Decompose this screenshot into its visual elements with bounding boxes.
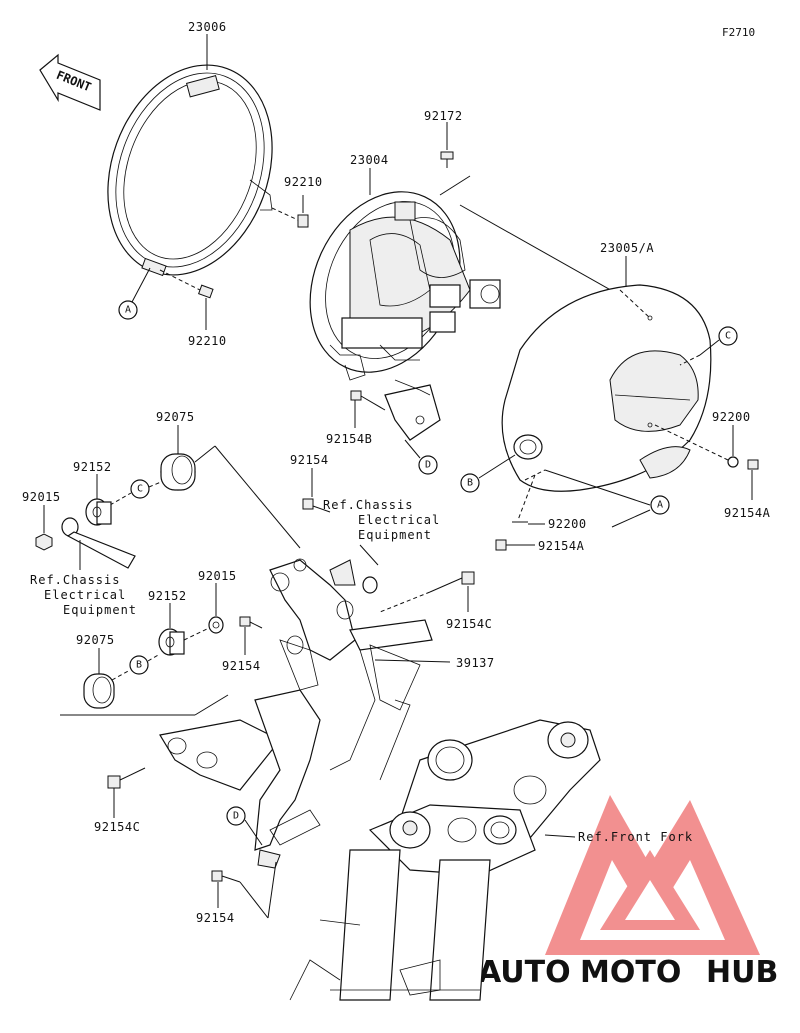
part-92210-top-label: 92210 [284, 175, 323, 189]
ref-chassis-left-line1: Ref.Chassis [30, 573, 120, 587]
callout-a-housing [650, 495, 670, 515]
part-92154-top-label: 92154 [290, 453, 329, 467]
part-92154c-right-label: 92154C [446, 617, 492, 631]
part-92154b-label: 92154B [326, 432, 372, 446]
part-92154c-left-label: 92154C [94, 820, 140, 834]
part-92075-top-label: 92075 [156, 410, 195, 424]
grommet-92075-top [160, 453, 196, 491]
nut-92015-top [35, 533, 53, 551]
svg-text:B: B [467, 478, 473, 489]
svg-text:A: A [125, 305, 131, 316]
svg-text:A: A [657, 500, 663, 511]
part-23005-a-label: 23005/A [600, 241, 654, 255]
bolt-92154-top [302, 498, 331, 513]
ref-front-fork: Ref.Front Fork [578, 830, 693, 844]
part-23004-label: 23004 [350, 153, 389, 167]
bolt-92154-bottom [211, 870, 241, 883]
clip-nut-92210-bottom [198, 284, 214, 299]
part-92154a-mid-label: 92154A [538, 539, 585, 553]
part-92200-mid-label: 92200 [548, 517, 587, 531]
clip-nut-92210-top [297, 214, 309, 228]
svg-text:D: D [233, 811, 239, 822]
ref-chassis-left-line3: Equipment [63, 603, 137, 617]
ref-chassis-right-line1: Ref.Chassis [323, 498, 413, 512]
bolt-92154c-left [107, 767, 146, 789]
svg-text:C: C [137, 484, 143, 495]
ref-chassis-left-line2: Electrical [44, 588, 126, 602]
headlight-rim [107, 64, 273, 277]
part-92152-mid-label: 92152 [148, 589, 187, 603]
ref-chassis-right-line3: Equipment [358, 528, 432, 542]
bolt-92154a-mid [495, 539, 520, 551]
part-92075-mid-label: 92075 [76, 633, 115, 647]
part-92210-bottom-label: 92210 [188, 334, 227, 348]
part-92152-top-label: 92152 [73, 460, 112, 474]
callout-c-left [130, 479, 150, 499]
bolt-92154b [350, 390, 386, 411]
svg-text:D: D [425, 460, 431, 471]
bolt-92154a-right [747, 459, 759, 470]
headlight-stay-assembly [159, 558, 433, 869]
screw-92172 [440, 151, 454, 168]
part-92172-label: 92172 [424, 109, 463, 123]
headlight-bracket [384, 379, 441, 441]
front-direction-arrow: FRONT [39, 53, 101, 111]
callout-b-left [129, 655, 149, 675]
ref-chassis-right-line2: Electrical [358, 513, 440, 527]
wiring-clamp-strip [61, 517, 136, 569]
collar-92152-mid [158, 628, 185, 656]
callout-a-rim [118, 300, 138, 320]
front-fork-assembly [289, 719, 601, 1001]
watermark-moto: MOTO [580, 955, 681, 990]
callout-c-housing [718, 326, 738, 346]
grommet-92075-mid [83, 673, 115, 709]
bolt-92154c-right [429, 571, 475, 593]
callout-b-housing [460, 473, 480, 493]
washer-92200-right [727, 456, 739, 468]
headlight-housing [501, 284, 712, 492]
bolt-92154-mid [239, 616, 263, 629]
automotohub-watermark: AUTO MOTO HUB [478, 795, 778, 990]
part-92154-bottom-label: 92154 [196, 911, 235, 925]
callout-d-top [418, 455, 438, 475]
watermark-auto: AUTO [478, 955, 571, 990]
nut-92015-mid [208, 616, 224, 634]
svg-text:B: B [136, 660, 142, 671]
part-23006-label: 23006 [188, 20, 227, 34]
part-92015-top-label: 92015 [22, 490, 61, 504]
svg-text:C: C [725, 331, 731, 342]
figure-id: F2710 [722, 26, 755, 39]
headlight-unit [309, 191, 501, 381]
part-92200-right-label: 92200 [712, 410, 751, 424]
callout-d-bottom [226, 806, 246, 826]
watermark-hub: HUB [706, 955, 778, 990]
part-92154a-right-label: 92154A [724, 506, 771, 520]
part-92015-mid-label: 92015 [198, 569, 237, 583]
watermark-logo-triangle [545, 795, 760, 955]
part-92154-mid-label: 92154 [222, 659, 261, 673]
part-39137-label: 39137 [456, 656, 495, 670]
collar-92152-top [85, 498, 112, 526]
